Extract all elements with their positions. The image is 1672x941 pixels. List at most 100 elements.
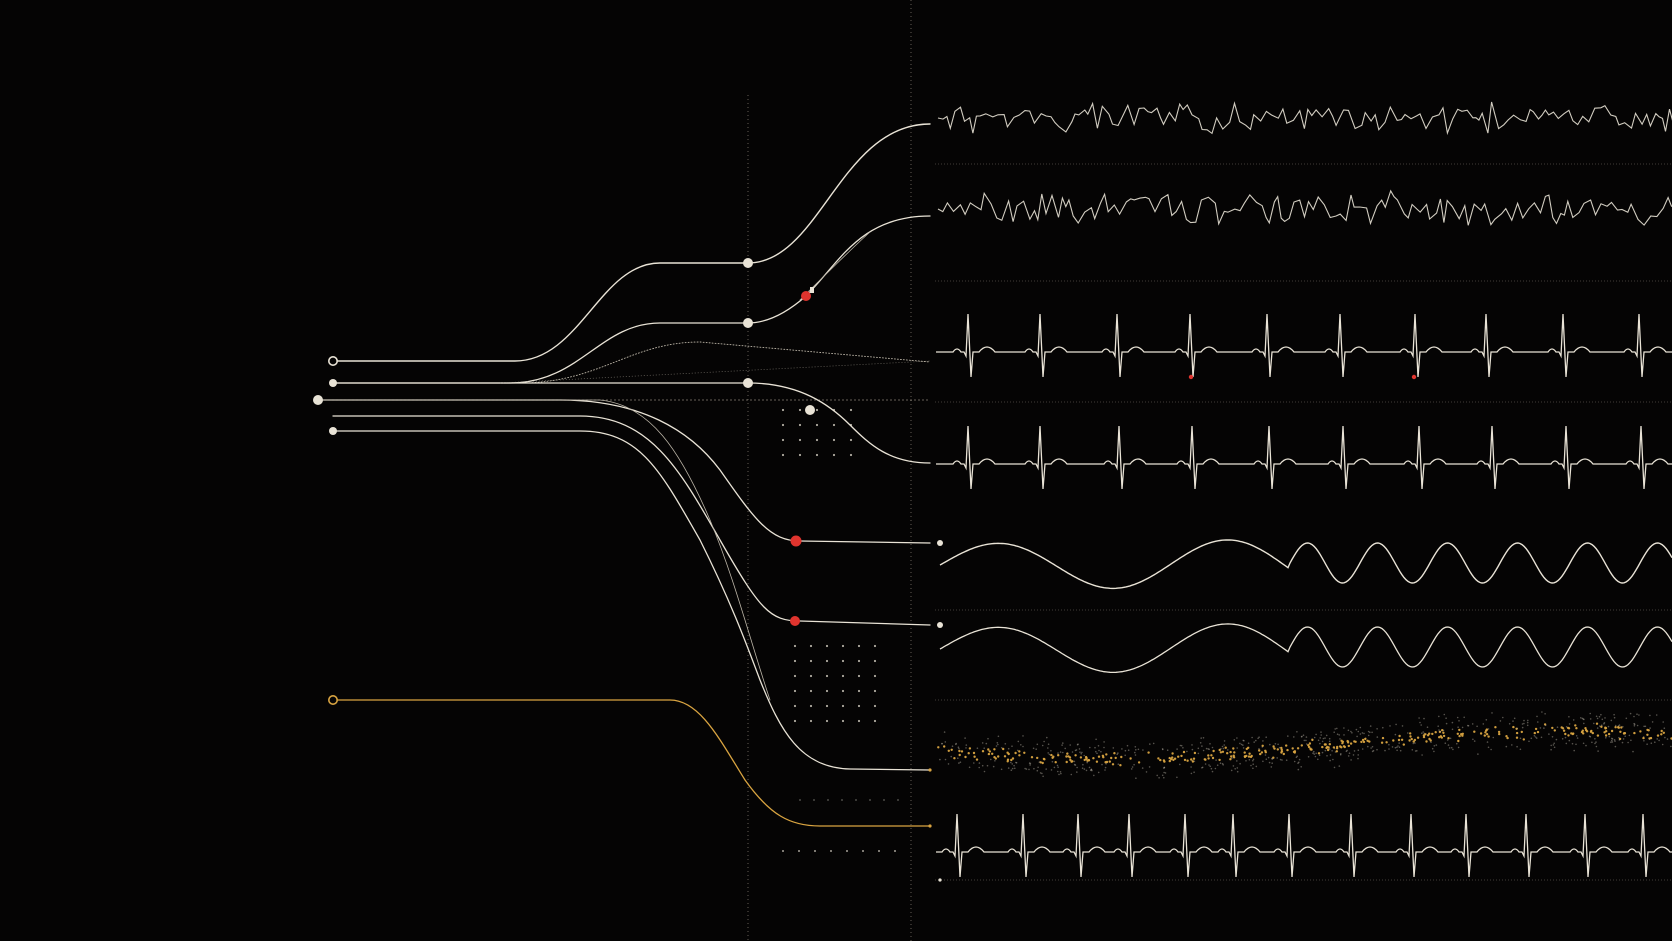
- particle-dot: [1341, 742, 1344, 745]
- particle-dot: [1421, 732, 1423, 734]
- particle-dot: [1232, 747, 1235, 750]
- particle-dot: [1017, 740, 1020, 743]
- particle-dot: [1162, 748, 1164, 751]
- particle-dot: [1487, 746, 1490, 749]
- particle-dot: [1580, 717, 1582, 719]
- particle-dot: [1220, 747, 1222, 750]
- particle-dot: [983, 770, 986, 773]
- particle-dot: [987, 752, 991, 756]
- particle-dot: [1484, 731, 1487, 734]
- particle-dot: [1451, 721, 1454, 724]
- dot-row: [862, 850, 864, 852]
- particle-dot: [1339, 745, 1342, 748]
- particle-dot: [1148, 766, 1151, 768]
- particle-dot: [1147, 751, 1150, 754]
- particle-dot: [986, 764, 989, 767]
- noise-trace-2: [937, 189, 1672, 226]
- particle-dot: [1074, 749, 1077, 752]
- particle-dot: [1236, 767, 1239, 769]
- particle-dot: [1016, 749, 1019, 752]
- dot-row: [897, 799, 899, 801]
- particle-dot: [1614, 745, 1617, 748]
- particle-dot: [1398, 742, 1400, 744]
- dot-grid-lower: [809, 689, 813, 693]
- dot-grid-upper: [815, 423, 819, 427]
- particle-dot: [1555, 738, 1558, 741]
- particle-dot: [1208, 764, 1210, 766]
- particle-dot: [1104, 766, 1107, 769]
- dot-row: [830, 850, 832, 852]
- particle-dot: [1202, 749, 1205, 752]
- particle-dot: [1214, 767, 1217, 770]
- particle-dot: [1351, 732, 1353, 734]
- particle-dot: [1149, 743, 1151, 745]
- particle-dot: [1444, 742, 1447, 744]
- particle-dot: [1398, 746, 1401, 748]
- particle-dot: [1591, 731, 1595, 735]
- particle-dot: [1221, 762, 1224, 765]
- particle-dot: [1252, 758, 1255, 761]
- particle-dot: [1067, 755, 1070, 758]
- particle-dot: [1516, 745, 1518, 748]
- particle-dot: [1633, 725, 1636, 727]
- connector-curve: [317, 399, 771, 701]
- particle-dot: [1191, 748, 1194, 751]
- particle-dot: [1095, 760, 1099, 763]
- particle-dot: [1456, 732, 1460, 735]
- particle-dot: [1105, 763, 1107, 765]
- particle-dot: [1010, 769, 1013, 771]
- dot-grid-lower: [825, 719, 829, 723]
- particle-dot: [1258, 749, 1261, 752]
- particle-dot: [1104, 761, 1107, 764]
- particle-dot: [1223, 740, 1226, 742]
- particle-dot: [1487, 735, 1490, 738]
- dot-grid-upper: [832, 408, 836, 412]
- particle-dot: [1047, 747, 1049, 749]
- particle-dot: [1101, 763, 1103, 766]
- dot-row: [846, 850, 848, 852]
- particle-dot: [1207, 748, 1209, 750]
- particle-dot: [1179, 763, 1181, 766]
- particle-dot: [1618, 737, 1622, 741]
- particle-dot: [1300, 766, 1302, 768]
- particle-dot: [1603, 723, 1605, 725]
- endpoint-dot: [937, 622, 943, 628]
- dot-row: [894, 850, 896, 852]
- particle-dot: [1647, 729, 1650, 732]
- particle-dot: [1515, 731, 1519, 735]
- particle-dot: [955, 742, 957, 745]
- dot-row: [841, 799, 843, 801]
- particle-dot: [1137, 761, 1141, 764]
- particle-dot: [1135, 749, 1137, 751]
- dot-grid-upper: [832, 438, 836, 442]
- particle-dot: [1076, 743, 1079, 746]
- particle-dot: [1498, 732, 1501, 736]
- particle-dot: [1131, 766, 1134, 768]
- particle-dot: [1350, 759, 1352, 761]
- particle-dot: [1293, 760, 1296, 763]
- particle-dot: [1075, 749, 1078, 751]
- dot-grid-lower: [809, 644, 813, 648]
- particle-dot: [1361, 748, 1364, 750]
- connector-curve: [519, 341, 931, 384]
- particle-dot: [1361, 738, 1365, 742]
- dot-grid-lower: [809, 659, 813, 663]
- particle-dot: [1182, 747, 1184, 749]
- particle-dot: [1522, 738, 1526, 741]
- dot-grid-upper: [832, 423, 836, 427]
- particle-dot: [1296, 755, 1298, 758]
- particle-dot: [1350, 730, 1352, 733]
- particle-dot: [1553, 729, 1557, 732]
- dot-grid-lower: [793, 704, 797, 708]
- particle-dot: [1576, 737, 1579, 739]
- particle-dot: [1007, 747, 1010, 750]
- particle-dot: [1595, 715, 1598, 718]
- particle-dot: [1271, 762, 1273, 764]
- particle-dot: [1363, 732, 1365, 735]
- particle-dot: [944, 758, 947, 761]
- particle-dot: [1312, 752, 1314, 754]
- particle-dot: [1083, 768, 1086, 770]
- particle-dot: [1418, 717, 1420, 719]
- dot-grid-lower: [825, 674, 829, 678]
- particle-dot: [1317, 758, 1319, 761]
